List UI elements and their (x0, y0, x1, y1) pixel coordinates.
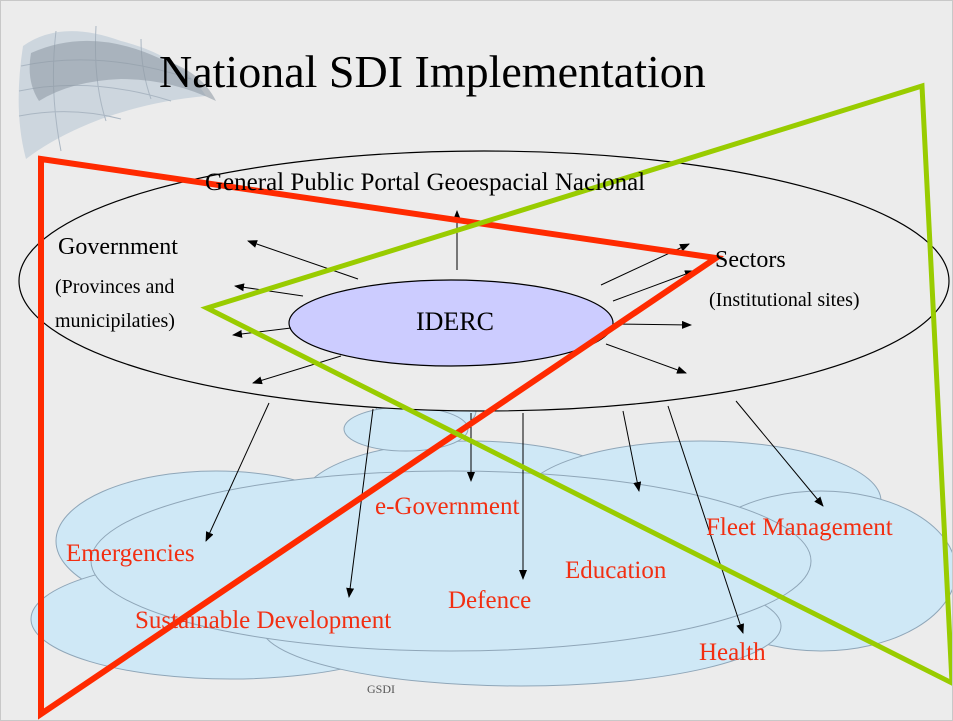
app-label-fleet-management: Fleet Management (706, 514, 893, 541)
app-label-emergencies: Emergencies (66, 540, 195, 567)
government-detail-line2: municipilaties) (55, 310, 175, 332)
portal-label: General Public Portal Geoespacial Nacion… (205, 169, 646, 196)
green-triangle-overlay (200, 82, 952, 686)
app-label-education: Education (565, 557, 667, 584)
application-cloud (30, 367, 952, 687)
sectors-detail: (Institutional sites) (709, 289, 860, 311)
app-label-health: Health (699, 639, 766, 666)
app-label-sustainable-development: Sustainable Development (135, 607, 392, 634)
iderc-ellipse (288, 279, 614, 367)
slide-title: National SDI Implementation (159, 46, 706, 97)
red-triangle-overlay (38, 155, 725, 720)
footer-text: GSDI (367, 682, 396, 696)
app-label-defence: Defence (448, 587, 532, 614)
sectors-label: Sectors (715, 247, 786, 273)
government-detail-line1: (Provinces and (55, 276, 175, 298)
government-label: Government (58, 234, 178, 260)
application-arrows (205, 400, 824, 634)
app-label-e-government: e-Government (375, 493, 520, 520)
iderc-label: IDERC (416, 307, 494, 336)
globe-logo (18, 25, 216, 159)
